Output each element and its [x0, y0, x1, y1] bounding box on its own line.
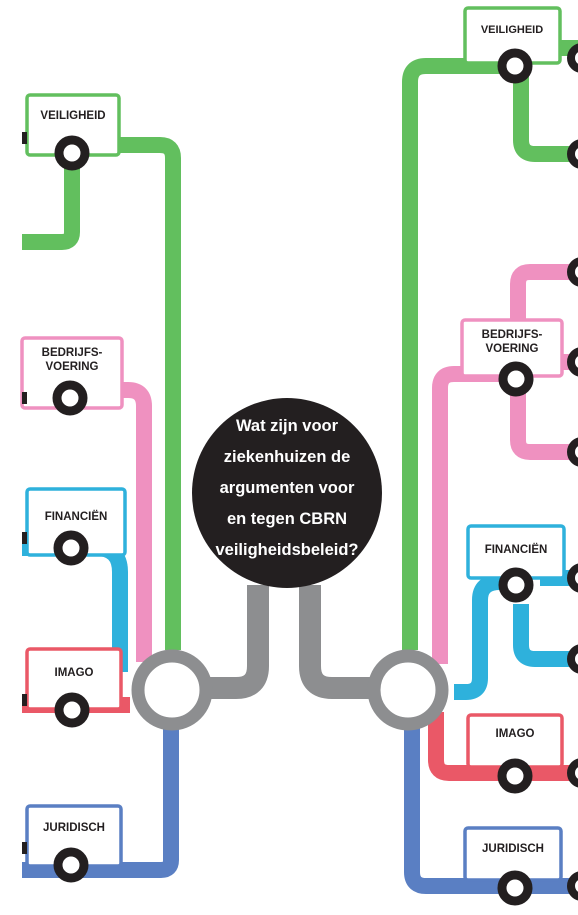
question-node: Wat zijn voor ziekenhuizen de argumenten…	[192, 398, 382, 588]
voor-bedrijfsvoering-label-1: BEDRIJFS-	[42, 347, 103, 359]
question-line-1: Wat zijn voor	[236, 417, 339, 435]
voor-financien-station	[53, 530, 89, 566]
tegen-financien-edge-2	[567, 644, 578, 674]
question-line-4: en tegen CBRN	[227, 510, 347, 528]
question-line-5: veiligheidsbeleid?	[215, 541, 358, 559]
voor-juridisch-line	[22, 725, 179, 878]
voor-veiligheid-station	[54, 135, 90, 171]
question-circle	[192, 398, 382, 588]
trunk-tegen-line	[299, 585, 372, 699]
right-edge-rings	[567, 43, 578, 901]
voor-juridisch-label: JURIDISCH	[43, 822, 105, 834]
tegen-bedrijfsvoering-label-2: VOERING	[485, 343, 538, 355]
voor-bedrijfsvoering-line	[72, 382, 152, 662]
voor-juridisch-station	[53, 847, 89, 883]
tegen-financien-edge-1	[567, 563, 578, 593]
station-labels: VEILIGHEID BEDRIJFS- VOERING FINANCIËN I…	[40, 24, 547, 855]
tegen-juridisch-station	[497, 870, 533, 906]
tegen-veiligheid-station	[497, 48, 533, 84]
voor-bedrijfsvoering-stub	[22, 392, 27, 404]
station-rings	[52, 48, 534, 906]
tegen-veiligheid-edge-1	[567, 43, 578, 73]
voor-financien-label: FINANCIËN	[45, 510, 108, 523]
hub-voor-label: VOOR	[153, 683, 197, 700]
hub-voor-ring	[131, 649, 213, 731]
tegen-bedrijfsvoering-line	[432, 264, 578, 664]
tegen-juridisch-line	[404, 720, 578, 894]
tegen-bedrijfsvoering-edge-2	[567, 347, 578, 377]
tegen-veiligheid-label: VEILIGHEID	[481, 24, 543, 36]
tegen-bedrijfsvoering-edge-1	[567, 257, 578, 287]
tegen-financien-station	[498, 567, 534, 603]
tegen-financien-label: FINANCIËN	[485, 543, 548, 556]
tegen-imago-station	[497, 758, 533, 794]
voor-veiligheid-line	[22, 137, 181, 650]
hub-tegen-ring	[367, 649, 449, 731]
voor-bedrijfsvoering-label-2: VOERING	[45, 361, 98, 373]
tegen-bedrijfsvoering-edge-3	[567, 437, 578, 467]
tegen-imago-label: IMAGO	[496, 728, 535, 740]
left-edge-stubs	[22, 132, 27, 854]
voor-juridisch-stub	[22, 842, 27, 854]
tegen-bedrijfsvoering-label-1: BEDRIJFS-	[482, 329, 543, 341]
question-line-3: argumenten voor	[220, 479, 355, 497]
hub-tegen: TEGEN	[367, 649, 449, 731]
hub-voor: VOOR	[131, 649, 213, 731]
voor-financien-stub	[22, 532, 27, 544]
tegen-imago-edge	[567, 758, 578, 788]
voor-veiligheid-stub	[22, 132, 27, 144]
question-line-2: ziekenhuizen de	[224, 448, 351, 466]
tegen-juridisch-label: JURIDISCH	[482, 843, 544, 855]
voor-imago-station	[54, 692, 90, 728]
voor-veiligheid-label: VEILIGHEID	[40, 110, 105, 122]
voor-bedrijfsvoering-station	[52, 380, 88, 416]
tegen-juridisch-edge	[567, 871, 578, 901]
tegen-veiligheid-edge-2	[567, 139, 578, 169]
tegen-imago-line	[428, 712, 578, 781]
station-boxes	[20, 6, 566, 882]
tegen-bedrijfsvoering-station	[498, 361, 534, 397]
hub-tegen-label: TEGEN	[382, 683, 434, 700]
voor-imago-label: IMAGO	[55, 667, 94, 679]
trunk-voor-line	[196, 585, 269, 699]
voor-imago-stub	[22, 694, 27, 706]
